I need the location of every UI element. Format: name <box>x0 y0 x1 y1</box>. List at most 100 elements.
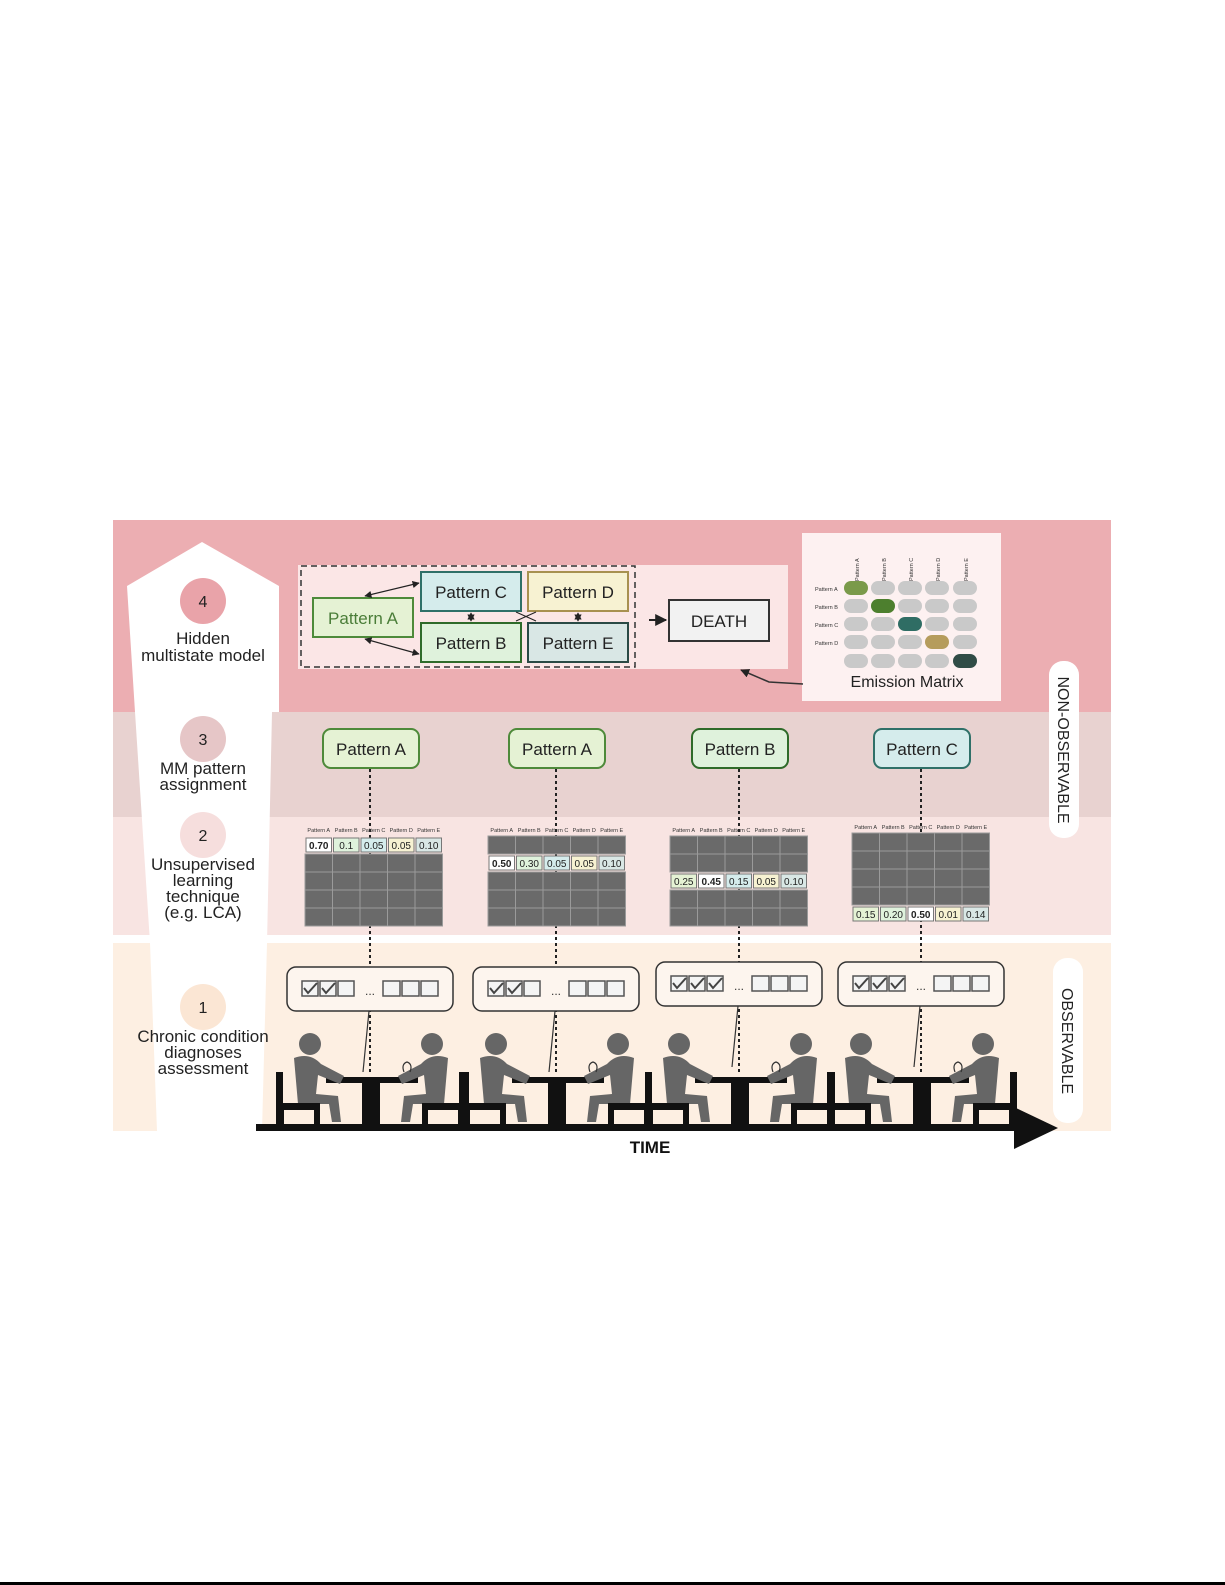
table-cell-text: 0.01 <box>939 910 959 921</box>
check-icon <box>507 982 522 995</box>
patient-head <box>299 1033 321 1055</box>
table-cell-text: 0.50 <box>911 910 931 921</box>
state-pattern-d-label: Pattern D <box>542 583 614 602</box>
state-pattern-a-label: Pattern A <box>328 609 399 628</box>
emission-cell <box>925 599 949 613</box>
unchecked-box <box>952 975 971 992</box>
emission-cell <box>953 581 977 595</box>
assignment-pill <box>322 728 420 769</box>
table-cell-empty <box>304 871 333 891</box>
step-3-number: 3 <box>199 732 208 749</box>
table-cell-value <box>360 837 387 853</box>
emission-cell <box>871 617 895 631</box>
table-cell-empty <box>597 889 626 909</box>
table-cell-text: 0.05 <box>392 841 412 852</box>
stethoscope-icon <box>588 1061 598 1073</box>
table-cell-empty <box>387 871 416 891</box>
table-cell-empty <box>487 889 516 909</box>
table-cell-empty <box>414 907 443 927</box>
panel-pointer <box>362 1010 370 1073</box>
table-col-header: Pattern C <box>727 828 750 834</box>
unchecked-box <box>420 980 439 997</box>
step-2-label-line1: Unsupervised <box>151 855 255 874</box>
observable-pill <box>1053 958 1083 1123</box>
unchecked-box <box>587 980 606 997</box>
emission-row-header: Pattern D <box>815 641 838 647</box>
step-1-number: 1 <box>199 1000 208 1017</box>
table-cell-empty <box>570 835 599 855</box>
emission-col-header: Pattern B <box>882 558 888 581</box>
step-4-label-line1: Hidden <box>176 629 230 648</box>
step-3-circle <box>180 716 226 762</box>
step-2-label-line2: learning <box>173 871 234 890</box>
table-cell-empty <box>669 835 698 855</box>
step-4: 4 Hidden multistate model <box>141 578 265 665</box>
table-cell-empty <box>851 832 880 852</box>
emission-cell <box>953 599 977 613</box>
emission-col-header: Pattern E <box>964 558 970 581</box>
doctor-body <box>949 1056 999 1122</box>
step-2-number: 2 <box>199 828 208 845</box>
step-2-circle <box>180 812 226 858</box>
ellipsis: ... <box>551 984 561 998</box>
table-cell-empty <box>515 889 544 909</box>
consultation-scene <box>645 1033 835 1125</box>
state-pattern-c-box <box>420 571 522 612</box>
table-col-header: Pattern A <box>854 825 877 831</box>
step-1-label-line2: diagnoses <box>164 1043 242 1062</box>
checked-box <box>505 980 523 997</box>
check-icon <box>489 982 504 995</box>
state-pattern-e: Pattern E <box>527 622 629 663</box>
table-cell-empty <box>752 853 781 873</box>
table-cell-text: 0.15 <box>729 877 749 888</box>
table-cell-empty <box>697 835 726 855</box>
table-cell-value <box>516 855 543 871</box>
time-axis-arrowhead <box>1014 1107 1058 1149</box>
state-pattern-d-box <box>527 571 629 612</box>
table-cell-empty <box>906 850 935 870</box>
table-top <box>512 1077 604 1083</box>
diagnoses-panel <box>286 966 454 1012</box>
step-3: 3 MM pattern assignment <box>160 716 247 794</box>
emission-cell <box>898 635 922 649</box>
table-cell-text: 0.45 <box>702 877 722 888</box>
table-cell-empty <box>669 853 698 873</box>
ellipsis: ... <box>734 979 744 993</box>
check-icon <box>890 977 905 990</box>
emission-link-arrow <box>740 669 804 685</box>
assignment-pill <box>508 728 606 769</box>
step-4-label-line2: multistate model <box>141 646 265 665</box>
unchecked-box <box>337 980 355 997</box>
state-pattern-b-label: Pattern B <box>436 634 507 653</box>
doctor-head <box>607 1033 629 1055</box>
emission-cell-dominant <box>898 617 922 631</box>
table-cell-empty <box>934 832 963 852</box>
table-cell-value <box>725 873 752 889</box>
table-cell-text: 0.05 <box>547 859 567 870</box>
table-cell-empty <box>906 868 935 888</box>
table-top <box>877 1077 969 1083</box>
doctor-chair <box>973 1072 1017 1125</box>
table-cell-text: 0.05 <box>575 859 595 870</box>
table-cell-value <box>880 906 907 922</box>
table-cell-empty <box>851 850 880 870</box>
state-death-box <box>668 599 770 642</box>
table-col-header: Pattern E <box>417 828 440 834</box>
table-col-header: Pattern D <box>573 828 596 834</box>
state-pattern-a: Pattern A <box>312 597 414 638</box>
table-cell-empty <box>851 886 880 906</box>
non-observable-label: NON-OBSERVABLE <box>1054 676 1071 823</box>
state-pattern-d: Pattern D <box>527 571 629 612</box>
state-pattern-b: Pattern B <box>420 622 522 663</box>
doctor-head <box>790 1033 812 1055</box>
table-cell-text: 0.20 <box>884 910 904 921</box>
table-cell-empty <box>752 907 781 927</box>
table-cell-empty <box>669 889 698 909</box>
table-cell-empty <box>597 907 626 927</box>
emission-cell <box>871 654 895 668</box>
step-1-label-line3: assessment <box>158 1059 249 1078</box>
table-cell-empty <box>752 889 781 909</box>
